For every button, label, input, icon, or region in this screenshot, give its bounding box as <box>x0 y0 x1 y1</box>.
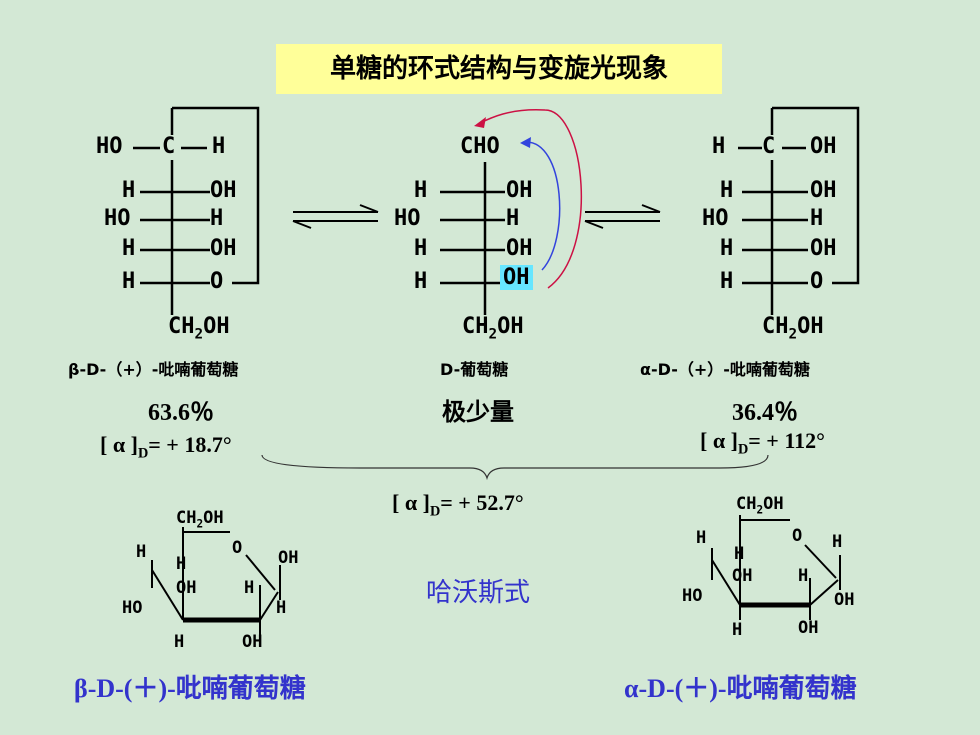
beta-haworth-bonds <box>151 527 281 637</box>
alpha-haworth-ch2oh: CH2OH <box>736 494 784 517</box>
beta-haworth-ho-c4: HO <box>122 598 143 618</box>
beta-row3-left: H <box>122 236 136 261</box>
beta-row1-right: OH <box>210 178 237 203</box>
alpha-haworth-bonds <box>711 515 841 620</box>
alpha-row1-right: OH <box>810 178 837 203</box>
open-row4-right-highlight: OH <box>500 265 533 290</box>
percent-beta: 63.6％ <box>148 400 214 426</box>
open-row1-left: H <box>414 178 428 203</box>
beta-haworth-name: β-D-(＋)-吡喃葡萄糖 <box>74 674 306 703</box>
red-curved-arrow <box>477 109 583 289</box>
beta-top-left: HO <box>96 134 123 159</box>
blue-curved-arrow <box>524 141 561 271</box>
beta-haworth-h-c5: H <box>136 542 147 562</box>
beta-row1-left: H <box>122 178 136 203</box>
open-top: CHO <box>460 134 500 159</box>
beta-haworth-oh-bottom: OH <box>242 632 263 652</box>
alpha-haworth-h-c4-up: H <box>734 544 745 564</box>
alpha-haworth-oh-c1: OH <box>834 590 855 610</box>
open-name: D-葡萄糖 <box>440 360 509 379</box>
open-row3-right: OH <box>506 236 533 261</box>
equilibrium-arrows <box>292 204 661 229</box>
beta-haworth-h-c4-up: H <box>176 554 187 574</box>
open-row2-right: H <box>506 206 520 231</box>
alpha-row1-left: H <box>720 178 734 203</box>
alpha-row2-left: HO <box>702 206 729 231</box>
beta-row2-left: HO <box>104 206 131 231</box>
beta-top-right: H <box>212 134 226 159</box>
beta-row4-left: H <box>122 269 136 294</box>
percent-alpha: 36.4％ <box>732 400 798 426</box>
beta-haworth-h-c2: H <box>244 578 255 598</box>
alpha-haworth-h-c5: H <box>696 528 707 548</box>
alpha-haworth-oh-bottom: OH <box>798 618 819 638</box>
haworth-label: 哈沃斯式 <box>426 578 531 608</box>
beta-haworth-oh-c4: OH <box>176 578 197 598</box>
beta-haworth-h-bottom: H <box>174 632 185 652</box>
alpha-top-right: OH <box>810 134 837 159</box>
alpha-row2-right: H <box>810 206 824 231</box>
beta-row4-right: O <box>210 269 224 294</box>
beta-row3-right: OH <box>210 236 237 261</box>
alpha-name: α-D-（+）-吡喃葡萄糖 <box>640 360 810 379</box>
alpha-haworth-name: α-D-(＋)-吡喃葡萄糖 <box>624 674 857 703</box>
open-row2-left: HO <box>394 206 421 231</box>
alpha-row4-left: H <box>720 269 734 294</box>
alpha-row4-right: O <box>810 269 824 294</box>
open-chain-bonds <box>440 162 505 315</box>
beta-haworth-ring-o: O <box>232 538 243 558</box>
open-row4-left: H <box>414 269 428 294</box>
alpha-fischer-bonds <box>738 106 860 315</box>
alpha-haworth-h-bottom: H <box>732 620 743 640</box>
open-bottom: CH2OH <box>462 314 524 343</box>
alpha-haworth-oh-c4: OH <box>732 566 753 586</box>
page-title: 单糖的环式结构与变旋光现象 <box>276 44 722 94</box>
alpha-haworth-h-c1: H <box>832 532 843 552</box>
mixture-brace <box>261 454 769 481</box>
beta-top-c: C <box>162 134 176 159</box>
beta-bottom: CH2OH <box>168 314 230 343</box>
alpha-row3-right: OH <box>810 236 837 261</box>
alpha-bottom: CH2OH <box>762 314 824 343</box>
alpha-haworth-ho-c4: HO <box>682 586 703 606</box>
rotation-mixture: [ α ]D= + 52.7° <box>392 490 524 520</box>
alpha-haworth-ring-o: O <box>792 526 803 546</box>
open-row3-left: H <box>414 236 428 261</box>
beta-name: β-D-（+）-吡喃葡萄糖 <box>68 360 239 379</box>
beta-fischer-bonds <box>133 106 260 315</box>
beta-haworth-oh-c1: OH <box>278 548 299 568</box>
rotation-alpha: [ α ]D= + 112° <box>700 428 825 458</box>
beta-haworth-h-c1: H <box>276 598 287 618</box>
alpha-haworth-h-c2: H <box>798 566 809 586</box>
open-row1-right: OH <box>506 178 533 203</box>
beta-row2-right: H <box>210 206 224 231</box>
rotation-beta: [ α ]D= + 18.7° <box>100 432 232 462</box>
alpha-top-left: H <box>712 134 726 159</box>
alpha-row3-left: H <box>720 236 734 261</box>
percent-open: 极少量 <box>442 400 514 426</box>
beta-haworth-ch2oh: CH2OH <box>176 508 224 531</box>
alpha-top-c: C <box>762 134 776 159</box>
